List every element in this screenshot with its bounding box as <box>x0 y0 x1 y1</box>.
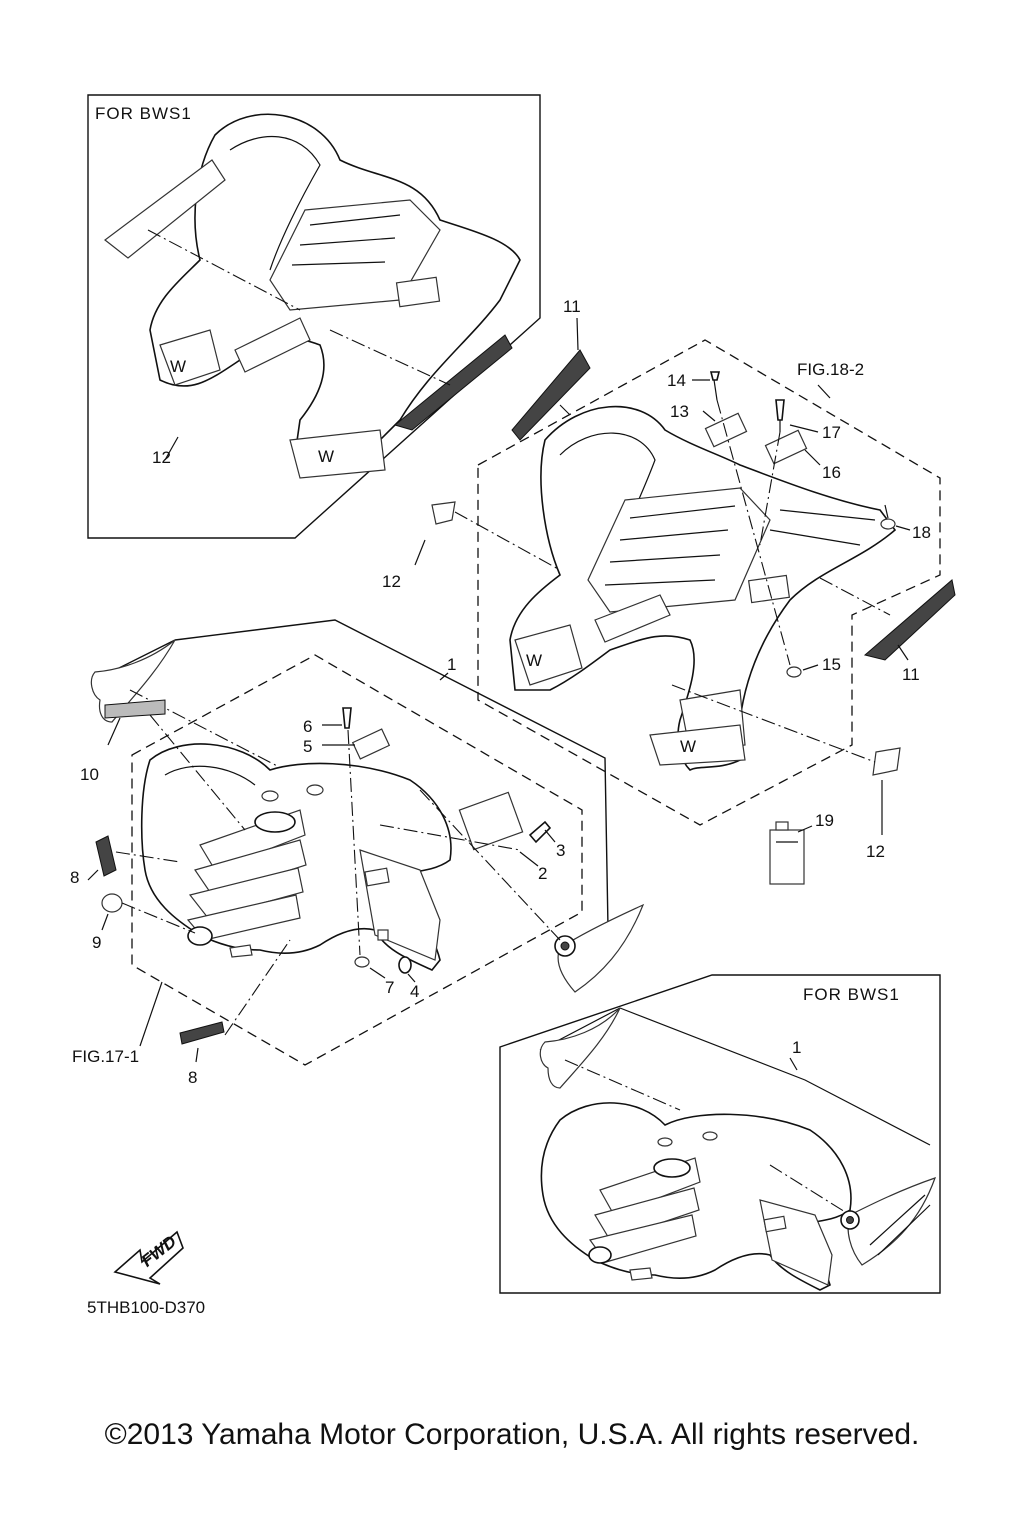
callout-18: 18 <box>912 523 931 542</box>
front-fender-light-left <box>254 811 296 833</box>
callout-10: 10 <box>80 765 99 784</box>
front-fender-assembly: 1 2 3 <box>70 619 645 1087</box>
part-5-plate <box>351 728 391 760</box>
rear-flap-logo: W <box>680 737 696 756</box>
callout-2: 2 <box>538 864 547 883</box>
part-6-bolt: 6 <box>303 707 361 956</box>
fwd-arrow: FWD <box>113 1230 184 1285</box>
callout-12-bws1: 12 <box>152 448 171 467</box>
callout-19: 19 <box>815 811 834 830</box>
part-13-plate <box>704 412 748 448</box>
bws1-front-box-title: FOR BWS1 <box>803 985 900 1004</box>
part-4-nut <box>398 956 412 974</box>
bws1-side-decal-left <box>104 159 226 259</box>
bws1-side-decal-right <box>393 334 513 431</box>
part-15-grommet <box>786 666 802 678</box>
front-right-decal <box>419 789 645 993</box>
callout-13: 13 <box>670 402 689 421</box>
rear-fender-assembly: FIG.18-2 W W 13 14 <box>477 339 941 826</box>
part-9-reflector <box>101 893 123 913</box>
part-18-grommet <box>880 518 896 530</box>
part-8-decal-bottom <box>179 1021 225 1045</box>
callout-17: 17 <box>822 423 841 442</box>
bws1-box-title: FOR BWS1 <box>95 104 192 123</box>
bws1-rear-logo: W <box>170 357 186 376</box>
part-19-label: 19 <box>769 811 834 885</box>
callout-11-right: 11 <box>902 665 920 684</box>
callout-9: 9 <box>92 933 101 952</box>
callout-8-top: 8 <box>70 868 79 887</box>
bws1-front-right-decal <box>840 1177 936 1266</box>
bws1-rear-flap-logo: W <box>318 447 334 466</box>
bws1-front-fender-box: FOR BWS1 1 <box>499 974 941 1294</box>
bws1-front-left-decal <box>539 1007 621 1089</box>
decal-12-bottom: 12 <box>671 684 901 861</box>
callout-6: 6 <box>303 717 312 736</box>
callout-11-top: 11 <box>563 297 581 316</box>
callout-15: 15 <box>822 655 841 674</box>
part-3-screw: 3 <box>528 820 565 860</box>
part-14-bolt: 14 <box>667 371 791 666</box>
rear-fender-logo: W <box>526 651 542 670</box>
callout-1-main: 1 <box>447 655 456 674</box>
part-8-decal-top <box>95 835 117 877</box>
fig-ref-rear: FIG.18-2 <box>797 360 864 379</box>
callout-1-bws1: 1 <box>792 1038 801 1057</box>
fig-ref-front: FIG.17-1 <box>72 1047 139 1066</box>
front-fender <box>140 743 452 971</box>
callout-3: 3 <box>556 841 565 860</box>
callout-12-bottom: 12 <box>866 842 885 861</box>
decal-11-right: 11 <box>819 577 956 684</box>
bws1-rear-fender: W W <box>149 113 521 479</box>
callout-7: 7 <box>385 978 394 997</box>
callout-5: 5 <box>303 737 312 756</box>
callout-14: 14 <box>667 371 686 390</box>
decal-12-left: 12 <box>382 501 561 591</box>
part-2-panel <box>458 791 524 851</box>
part-10-emblem <box>104 699 166 719</box>
bws1-rear-fender-box: FOR BWS1 W W 12 <box>87 94 541 539</box>
copyright-notice: ©2013 Yamaha Motor Corporation, U.S.A. A… <box>104 1418 920 1451</box>
part-17-bolt: 17 <box>759 399 841 546</box>
front-fender-reflector <box>187 926 213 946</box>
callout-4: 4 <box>410 982 419 1001</box>
part-7-grommet <box>354 956 370 968</box>
callout-8-bottom: 8 <box>188 1068 197 1087</box>
bws1-front-fender <box>540 1102 852 1291</box>
drawing-code: 5THB100-D370 <box>87 1298 205 1317</box>
callout-16: 16 <box>822 463 841 482</box>
part-16-plate <box>764 429 808 465</box>
rear-fender: W W <box>509 405 897 771</box>
callout-12-left: 12 <box>382 572 401 591</box>
